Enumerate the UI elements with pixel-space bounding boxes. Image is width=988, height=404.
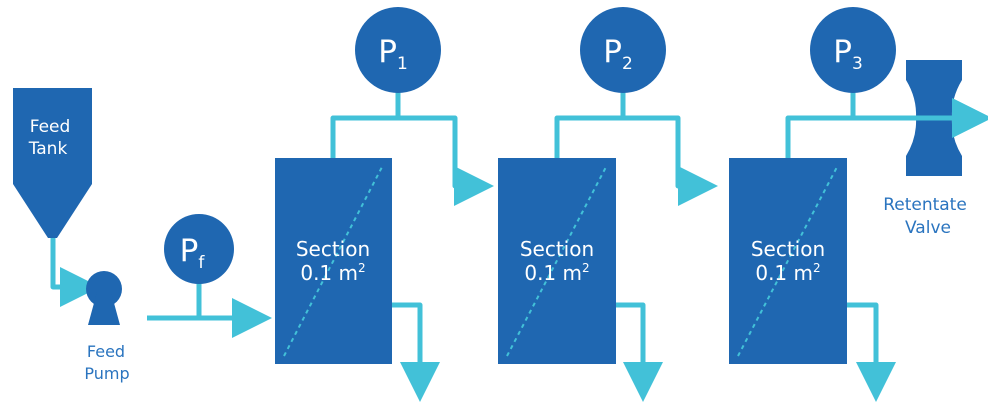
section-1-membrane — [283, 166, 383, 357]
retentate-valve: Retentate Valve — [883, 60, 988, 238]
section-3: Section 0.1 m2 — [729, 158, 847, 364]
feed-pump-body — [86, 271, 122, 307]
gauge-p2-main: P — [603, 34, 622, 70]
section-3-label-line1: Section — [751, 237, 825, 261]
section-1-area-value: 0.1 m — [300, 261, 358, 285]
section-2-area-value: 0.1 m — [524, 261, 582, 285]
section-2-label-line1: Section — [520, 237, 594, 261]
gauge-p2-dial — [580, 7, 666, 93]
section-1-label-line2: 0.1 m2 — [300, 261, 365, 285]
section-2-area-exponent: 2 — [582, 261, 590, 275]
gauge-pf-label: Pf — [180, 233, 206, 273]
gauge-p1: P1 — [355, 7, 441, 93]
retentate-valve-upper — [906, 60, 962, 118]
flow-section1-permeate — [392, 302, 440, 402]
gauge-pf-dial — [164, 214, 234, 284]
feed-tank-vessel — [13, 88, 92, 238]
feed-pump: Feed Pump — [84, 271, 130, 383]
feed-tank-label-line2: Tank — [28, 139, 68, 159]
section-3-area-value: 0.1 m — [755, 261, 813, 285]
gauge-p3: P3 — [810, 7, 896, 93]
gauge-pf: Pf — [164, 214, 234, 284]
section-1-label-line1: Section — [296, 237, 370, 261]
retentate-valve-label-line2: Valve — [905, 218, 951, 238]
gauge-p3-label: P3 — [833, 34, 863, 74]
feed-pump-base — [88, 292, 120, 325]
gauge-p1-label: P1 — [378, 34, 408, 74]
retentate-valve-lower — [906, 118, 962, 176]
section-3-membrane — [737, 166, 838, 357]
gauge-p3-main: P — [833, 34, 852, 70]
gauge-p1-main: P — [378, 34, 397, 70]
gauge-p3-dial — [810, 7, 896, 93]
gauge-p2: P2 — [580, 7, 666, 93]
flow-section2-permeate — [616, 302, 663, 402]
gauge-p3-sub: 3 — [852, 54, 863, 74]
gauge-pf-main: P — [180, 233, 199, 269]
section-2-label-line2: 0.1 m2 — [524, 261, 589, 285]
flow-section1-to-section2 — [330, 115, 494, 206]
section-3-label-line2: 0.1 m2 — [755, 261, 820, 285]
section-1: Section 0.1 m2 — [275, 158, 392, 364]
flow-tank-to-pump — [50, 236, 100, 307]
retentate-valve-label-line1: Retentate — [883, 195, 967, 215]
gauge-p1-dial — [355, 7, 441, 93]
feed-pump-label-line2: Pump — [84, 364, 129, 383]
feed-tank-label-line1: Feed — [30, 117, 71, 137]
section-3-area-exponent: 2 — [813, 261, 821, 275]
flow-section2-to-section3 — [554, 115, 718, 206]
feed-tank: Feed Tank — [13, 88, 92, 238]
section-1-area-exponent: 2 — [358, 261, 366, 275]
gauge-p2-label: P2 — [603, 34, 633, 74]
gauge-pf-sub: f — [198, 253, 205, 273]
flow-section3-permeate — [847, 302, 896, 402]
feed-pump-label-line1: Feed — [87, 342, 125, 361]
section-2-membrane — [506, 166, 607, 357]
section-2: Section 0.1 m2 — [498, 158, 616, 364]
gauge-p2-sub: 2 — [622, 54, 633, 74]
gauge-p1-sub: 1 — [397, 54, 408, 74]
